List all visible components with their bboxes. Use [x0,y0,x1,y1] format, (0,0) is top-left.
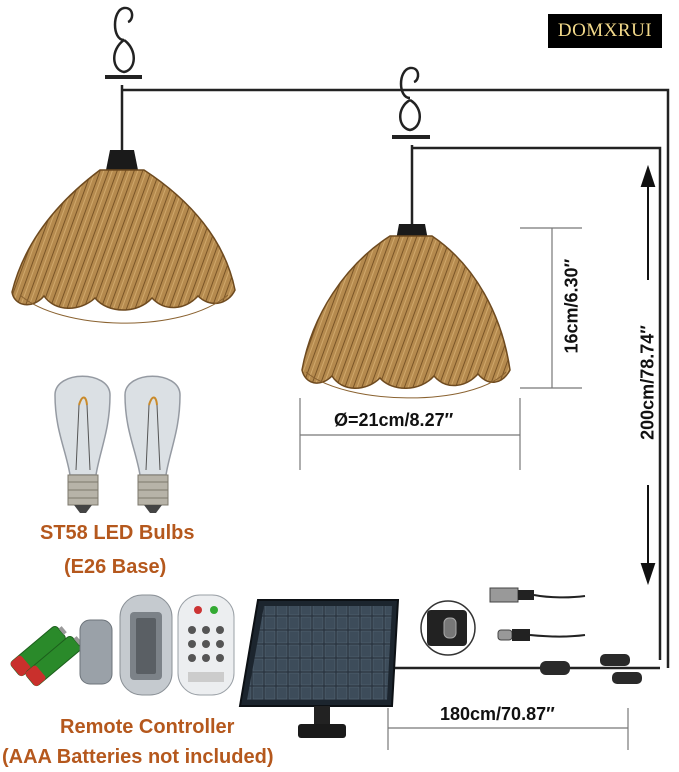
led-bulb-icon [54,375,111,513]
solar-panel-icon [238,599,400,738]
remote-control-icon [177,594,235,696]
usb-cable-icon [489,587,586,603]
dimension-lines [299,227,629,750]
battery-cover-icon [79,619,113,685]
remote-back-icon [119,594,173,696]
hook-icon [105,6,142,79]
hook-icon [392,66,430,139]
bulbs-title: ST58 LED Bulbs [40,522,195,544]
cable-length-arrow [640,164,656,586]
lamp-height-label: 16cm/6.30″ [561,258,582,354]
lamp-diameter-label: Ø=21cm/8.27″ [334,410,454,430]
pendant-lamp-right [301,224,511,399]
usb-c-cable-icon [497,629,586,641]
cable-length-label: 200cm/78.74″ [637,325,658,440]
cable-connector-icon [540,654,642,684]
cables [120,85,670,670]
led-bulb-icon [124,375,181,513]
remote-note: (AAA Batteries not included) [2,746,274,768]
brand-logo: DOMXRUI [548,14,662,48]
panel-cable-length-label: 180cm/70.87″ [440,704,555,724]
pendant-lamp-left [11,150,236,324]
remote-title: Remote Controller [60,716,235,738]
bulbs-base-label: (E26 Base) [64,556,167,578]
usb-c-port-icon [420,600,476,656]
battery-icon [25,635,82,687]
